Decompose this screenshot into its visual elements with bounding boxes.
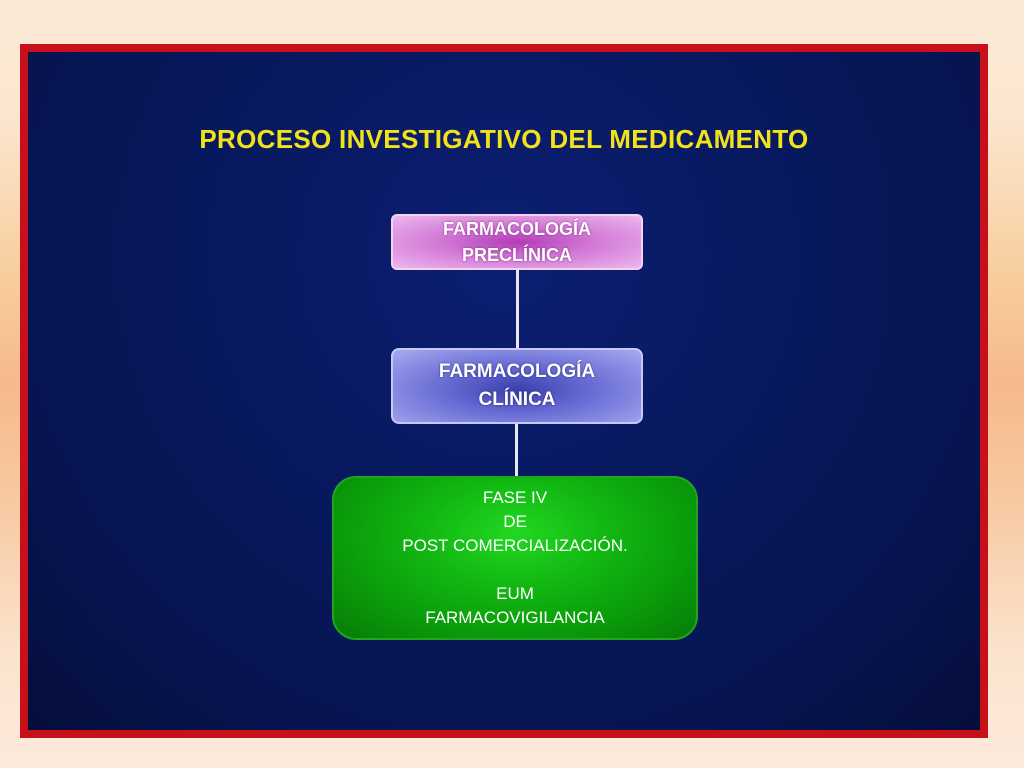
slide-title: PROCESO INVESTIGATIVO DEL MEDICAMENTO: [199, 124, 809, 154]
fase-iv-line-4: EUM: [496, 584, 534, 603]
connector-clinica-fase-iv: [515, 424, 518, 476]
fase-iv-line-3: POST COMERCIALIZACIÓN.: [402, 536, 628, 555]
preclinica-line-1: FARMACOLOGÍA: [443, 219, 591, 239]
clinica-line-1: FARMACOLOGÍA: [438, 361, 596, 382]
connector-preclinica-clinica: [516, 270, 519, 348]
fase-iv-box: FASE IV DE POST COMERCIALIZACIÓN. EUM FA…: [332, 476, 698, 640]
slide-frame: PROCESO INVESTIGATIVO DEL MEDICAMENTO FA…: [20, 44, 988, 738]
preclinica-line-2: PRECLÍNICA: [461, 245, 572, 265]
fase-iv-line-5: FARMACOVIGILANCIA: [425, 608, 605, 627]
fase-iv-line-2: DE: [503, 512, 527, 531]
fase-iv-line-1: FASE IV: [482, 488, 548, 507]
farmacologia-preclinica-box: FARMACOLOGÍA PRECLÍNICA: [391, 214, 643, 270]
farmacologia-clinica-box: FARMACOLOGÍA CLÍNICA: [391, 348, 643, 424]
clinica-line-2: CLÍNICA: [478, 389, 556, 410]
